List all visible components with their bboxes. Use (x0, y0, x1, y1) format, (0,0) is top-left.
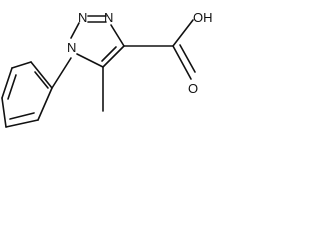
n3-label: N (104, 10, 113, 25)
phenyl-bond-3 (5, 119, 39, 128)
phenyl-inner-bond-2 (9, 112, 35, 120)
phenyl-bond-4 (1, 97, 7, 128)
phenyl-ring (1, 61, 53, 128)
oh-label: OH (193, 10, 213, 25)
atom-labels: N N N OH O (67, 10, 213, 96)
n3-c4-bond (110, 24, 125, 47)
carbonyl-bond-inner (179, 44, 196, 73)
phenyl-inner-bond-3 (7, 74, 17, 100)
n2-label: N (78, 10, 87, 25)
carboxylic-acid-group (123, 19, 196, 80)
hydroxyl-bond (172, 19, 194, 47)
triazole-ring (51, 15, 125, 89)
phenyl-bond-2 (37, 87, 53, 121)
phenyl-bond-6 (11, 61, 32, 69)
c4-c5-bond-inner (101, 46, 117, 62)
n1-c5-bond (76, 53, 104, 68)
phenyl-bond-1 (30, 61, 53, 89)
phenyl-bond-5 (1, 67, 13, 99)
c4-c5-bond (102, 45, 125, 68)
structure-canvas: N N N OH O (0, 0, 252, 142)
phenyl-inner-bond-1 (34, 71, 49, 89)
chemical-structure-diagram: N N N OH O (1, 10, 213, 128)
n1-n2-bond (70, 22, 80, 39)
n1-phenyl-bond (51, 57, 72, 89)
carbonyl-bond (172, 45, 192, 80)
n1-label: N (67, 40, 76, 55)
o-label: O (188, 81, 198, 96)
